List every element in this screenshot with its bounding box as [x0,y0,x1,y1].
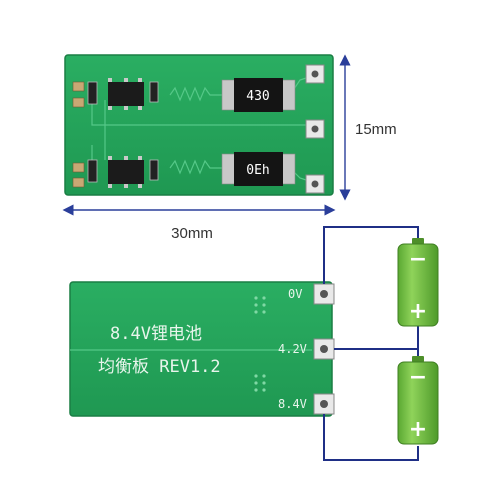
width-dimension: 30mm [62,204,336,242]
pad-label-4v2: 4.2V [278,342,307,356]
via-clusters [254,296,266,392]
height-dimension: 15mm [339,54,397,201]
resistor-top-marking: 430 [246,89,269,104]
battery-top-minus: − [409,247,427,272]
pad-label-8v4: 8.4V [278,397,307,411]
wires [323,226,419,461]
height-label: 15mm [355,121,397,138]
silkscreen-revision: 均衡板 REV1.2 [98,357,221,377]
battery-top: − + [397,238,439,327]
battery-bottom-plus: + [409,417,427,442]
resistor-0eh: 0Eh [221,152,296,186]
width-label: 30mm [171,225,213,242]
top-solder-pads [305,64,325,194]
battery-bottom: − + [397,356,439,445]
battery-bottom-minus: − [409,365,427,390]
resistor-430: 430 [221,78,296,112]
ic-chip-bottom [108,156,144,188]
pad-label-0v: 0V [288,287,302,301]
smd-capacitors [72,81,85,188]
resistor-bottom-marking: 0Eh [246,163,269,178]
top-board: 430 0Eh [64,54,334,196]
bottom-board: 8.4V锂电池 均衡板 REV1.2 0V 4.2V 8.4V [69,281,335,417]
ic-chip-top [108,78,144,110]
smd-resistors [87,81,159,183]
silkscreen-title: 8.4V锂电池 [110,324,202,344]
battery-top-plus: + [409,299,427,324]
